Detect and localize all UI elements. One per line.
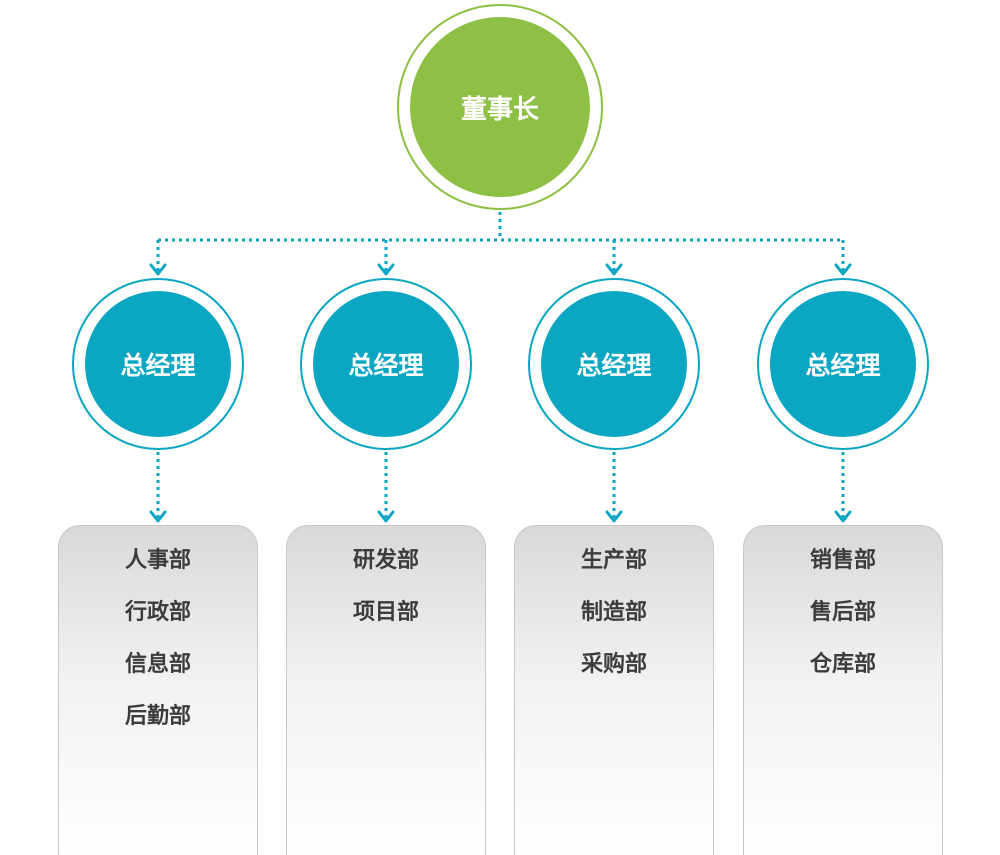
arrow-down-icon	[834, 263, 852, 276]
arrow-down-icon	[605, 510, 623, 523]
manager-node-4: 总经理	[757, 278, 929, 450]
manager-label: 总经理	[576, 351, 652, 380]
chairman-node: 董事长	[397, 4, 603, 210]
department-list: 销售部 售后部 仓库部	[744, 526, 942, 702]
department-item: 后勤部	[124, 704, 191, 729]
department-item: 销售部	[809, 548, 876, 573]
arrow-down-icon	[377, 510, 395, 523]
manager-label: 总经理	[348, 351, 424, 380]
manager-circle: 总经理	[313, 291, 459, 437]
manager-circle: 总经理	[85, 291, 231, 437]
chairman-circle: 董事长	[410, 17, 590, 197]
department-list: 研发部 项目部	[287, 526, 485, 650]
department-item: 生产部	[580, 548, 647, 573]
arrow-heads	[149, 263, 852, 523]
department-item: 信息部	[124, 652, 191, 677]
manager-node-2: 总经理	[300, 278, 472, 450]
chairman-label: 董事长	[460, 94, 539, 125]
department-item: 采购部	[580, 652, 647, 677]
manager-label: 总经理	[120, 351, 196, 380]
manager-node-1: 总经理	[72, 278, 244, 450]
manager-to-departments-connector	[156, 452, 845, 519]
department-box-3: 生产部 制造部 采购部	[514, 525, 714, 855]
department-list: 生产部 制造部 采购部	[515, 526, 713, 702]
department-list: 人事部 行政部 信息部 后勤部	[59, 526, 257, 754]
manager-circle: 总经理	[541, 291, 687, 437]
arrow-down-icon	[149, 263, 167, 276]
chairman-to-managers-connector	[156, 212, 845, 272]
arrow-down-icon	[605, 263, 623, 276]
department-item: 售后部	[809, 600, 876, 625]
department-item: 仓库部	[809, 652, 876, 677]
department-item: 行政部	[124, 600, 191, 625]
department-item: 研发部	[352, 548, 419, 573]
arrow-down-icon	[149, 510, 167, 523]
department-box-4: 销售部 售后部 仓库部	[743, 525, 943, 855]
arrow-down-icon	[834, 510, 852, 523]
department-item: 人事部	[124, 548, 191, 573]
department-box-1: 人事部 行政部 信息部 后勤部	[58, 525, 258, 855]
department-item: 制造部	[580, 600, 647, 625]
manager-node-3: 总经理	[528, 278, 700, 450]
department-item: 项目部	[352, 600, 419, 625]
department-box-2: 研发部 项目部	[286, 525, 486, 855]
arrow-down-icon	[377, 263, 395, 276]
manager-label: 总经理	[805, 351, 881, 380]
manager-circle: 总经理	[770, 291, 916, 437]
